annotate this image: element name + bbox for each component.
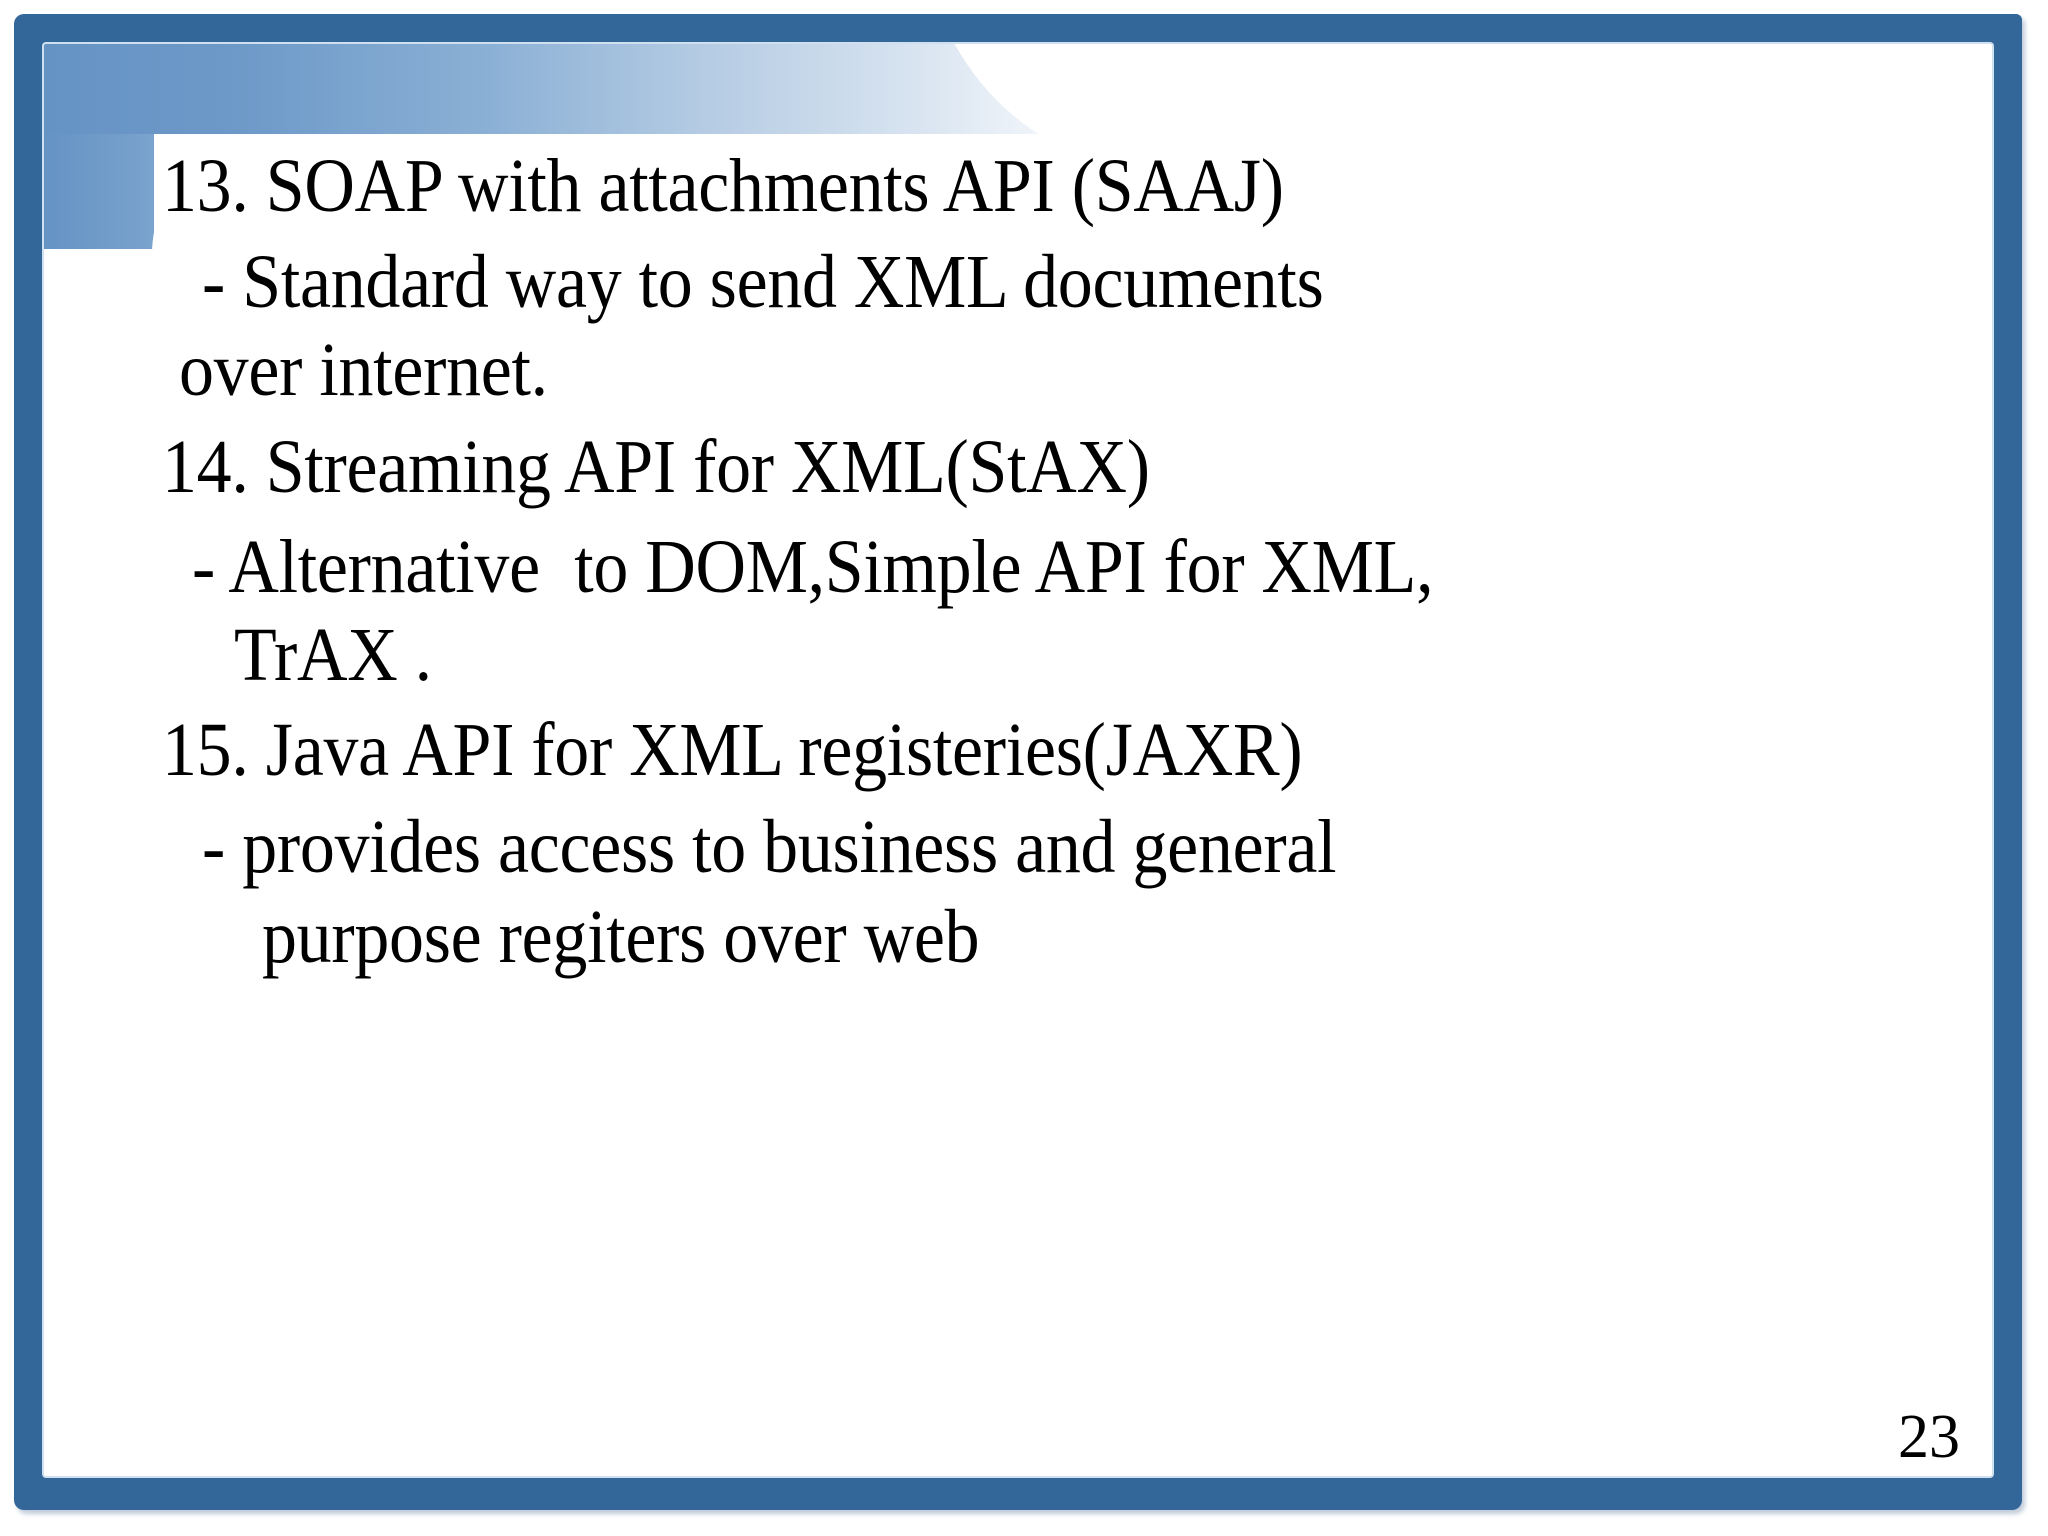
header-band-inner-notch xyxy=(152,134,392,374)
bullet-item-15-detail-line2: purpose regiters over web xyxy=(262,895,980,979)
bullet-item-15-detail-line1: - provides access to business and genera… xyxy=(202,805,1337,889)
bullet-item-13-title: 13. SOAP with attachments API (SAAJ) xyxy=(162,144,1284,228)
bullet-item-14-title: 14. Streaming API for XML(StAX) xyxy=(162,425,1150,509)
bullet-list: 13. SOAP with attachments API (SAAJ) - S… xyxy=(44,44,1992,1476)
bullet-item-13-detail-line2: over internet. xyxy=(179,328,548,412)
bullet-item-15-title: 15. Java API for XML registeries(JAXR) xyxy=(162,708,1303,792)
slide-content-area: 13. SOAP with attachments API (SAAJ) - S… xyxy=(44,44,1992,1476)
bullet-item-13-detail-line1: - Standard way to send XML documents xyxy=(202,240,1324,324)
bullet-item-14-detail-line1: - Alternative to DOM,Simple API for XML, xyxy=(192,525,1434,609)
header-gradient-band xyxy=(44,44,1104,134)
bullet-item-14-detail-line2: TrAX . xyxy=(234,613,432,697)
page-number: 23 xyxy=(1898,1403,1960,1471)
slide-border-frame: 13. SOAP with attachments API (SAAJ) - S… xyxy=(14,14,2022,1510)
